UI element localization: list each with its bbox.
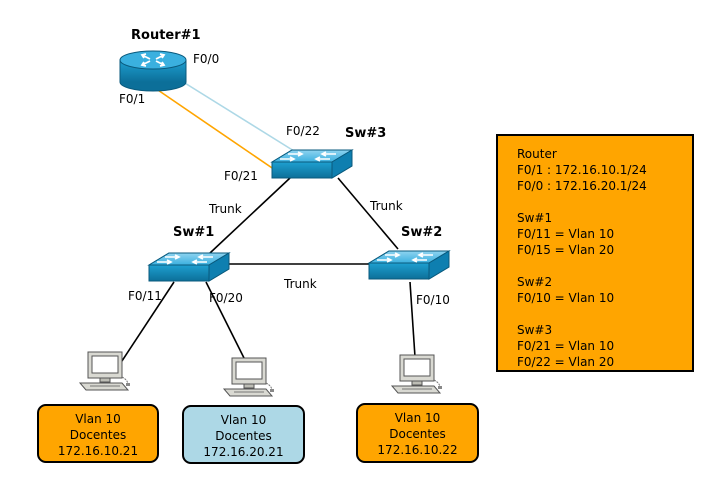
port-sw1-f020: F0/20: [209, 291, 243, 305]
info-line: Sw#3: [517, 323, 553, 337]
host-role: Docentes: [69, 428, 127, 442]
switch-icon-sw1[interactable]: [148, 252, 230, 282]
info-line: F0/1 : 172.16.10.1/24: [517, 163, 647, 177]
pc-icon-1[interactable]: [79, 351, 131, 391]
host-box-2[interactable]: Vlan 10 Docentes 172.16.20.21: [182, 405, 305, 464]
sw2-label: Sw#2: [401, 225, 442, 240]
info-line: Sw#2: [517, 275, 553, 289]
port-router-f00: F0/0: [193, 52, 219, 66]
info-line: Sw#1: [517, 211, 553, 225]
link-router-sw3-f0-0: [179, 79, 295, 152]
info-spacer: [517, 258, 692, 274]
info-line: F0/22 = Vlan 20: [517, 355, 615, 369]
trunk-label-sw3-sw2: Trunk: [369, 199, 403, 213]
host-ip: 172.16.20.21: [203, 445, 284, 459]
link-router-sw3-f0-1: [151, 85, 279, 173]
port-sw1-f011: F0/11: [128, 289, 162, 303]
host-ip: 172.16.10.21: [57, 444, 139, 458]
host-vlan: Vlan 10: [75, 412, 121, 426]
sw1-label: Sw#1: [173, 225, 214, 240]
host-box-1[interactable]: Vlan 10 Docentes 172.16.10.21: [37, 404, 159, 463]
port-sw3-f022: F0/22: [286, 124, 320, 138]
link-sw3-sw2: [337, 177, 399, 250]
link-sw3-sw1: [209, 177, 291, 254]
info-spacer: [517, 194, 692, 210]
link-sw1-pc2: [205, 281, 245, 359]
host-vlan: Vlan 10: [220, 413, 267, 427]
host-role: Docentes: [389, 427, 446, 441]
host-box-3[interactable]: Vlan 10 Docentes 172.16.10.22: [356, 403, 479, 463]
switch-icon-sw2[interactable]: [368, 250, 450, 280]
pc-icon-3[interactable]: [391, 354, 443, 394]
info-line: F0/11 = Vlan 10: [517, 227, 615, 241]
router-label: Router#1: [131, 28, 201, 43]
port-sw2-f010: F0/10: [416, 293, 450, 307]
info-line: F0/10 = Vlan 10: [517, 291, 615, 305]
info-line: F0/0 : 172.16.20.1/24: [517, 179, 647, 193]
port-sw3-f021: F0/21: [224, 169, 258, 183]
info-line: F0/21 = Vlan 10: [517, 339, 615, 353]
sw3-label: Sw#3: [345, 126, 386, 141]
switch-icon-sw3[interactable]: [271, 149, 353, 179]
info-spacer: [517, 306, 692, 322]
host-role: Docentes: [215, 429, 272, 443]
host-ip: 172.16.10.22: [377, 443, 458, 457]
router-icon[interactable]: [119, 50, 187, 92]
info-line: F0/15 = Vlan 20: [517, 243, 615, 257]
trunk-label-sw1-sw2: Trunk: [283, 277, 317, 291]
info-line: Router: [517, 147, 557, 161]
link-sw1-pc1: [115, 281, 175, 371]
pc-icon-2[interactable]: [223, 357, 275, 397]
host-vlan: Vlan 10: [394, 411, 441, 425]
config-info-box: Router F0/1 : 172.16.10.1/24 F0/0 : 172.…: [496, 134, 694, 372]
link-sw2-pc3: [409, 281, 416, 358]
trunk-label-sw3-sw1: Trunk: [208, 202, 242, 216]
port-router-f01: F0/1: [119, 92, 145, 106]
